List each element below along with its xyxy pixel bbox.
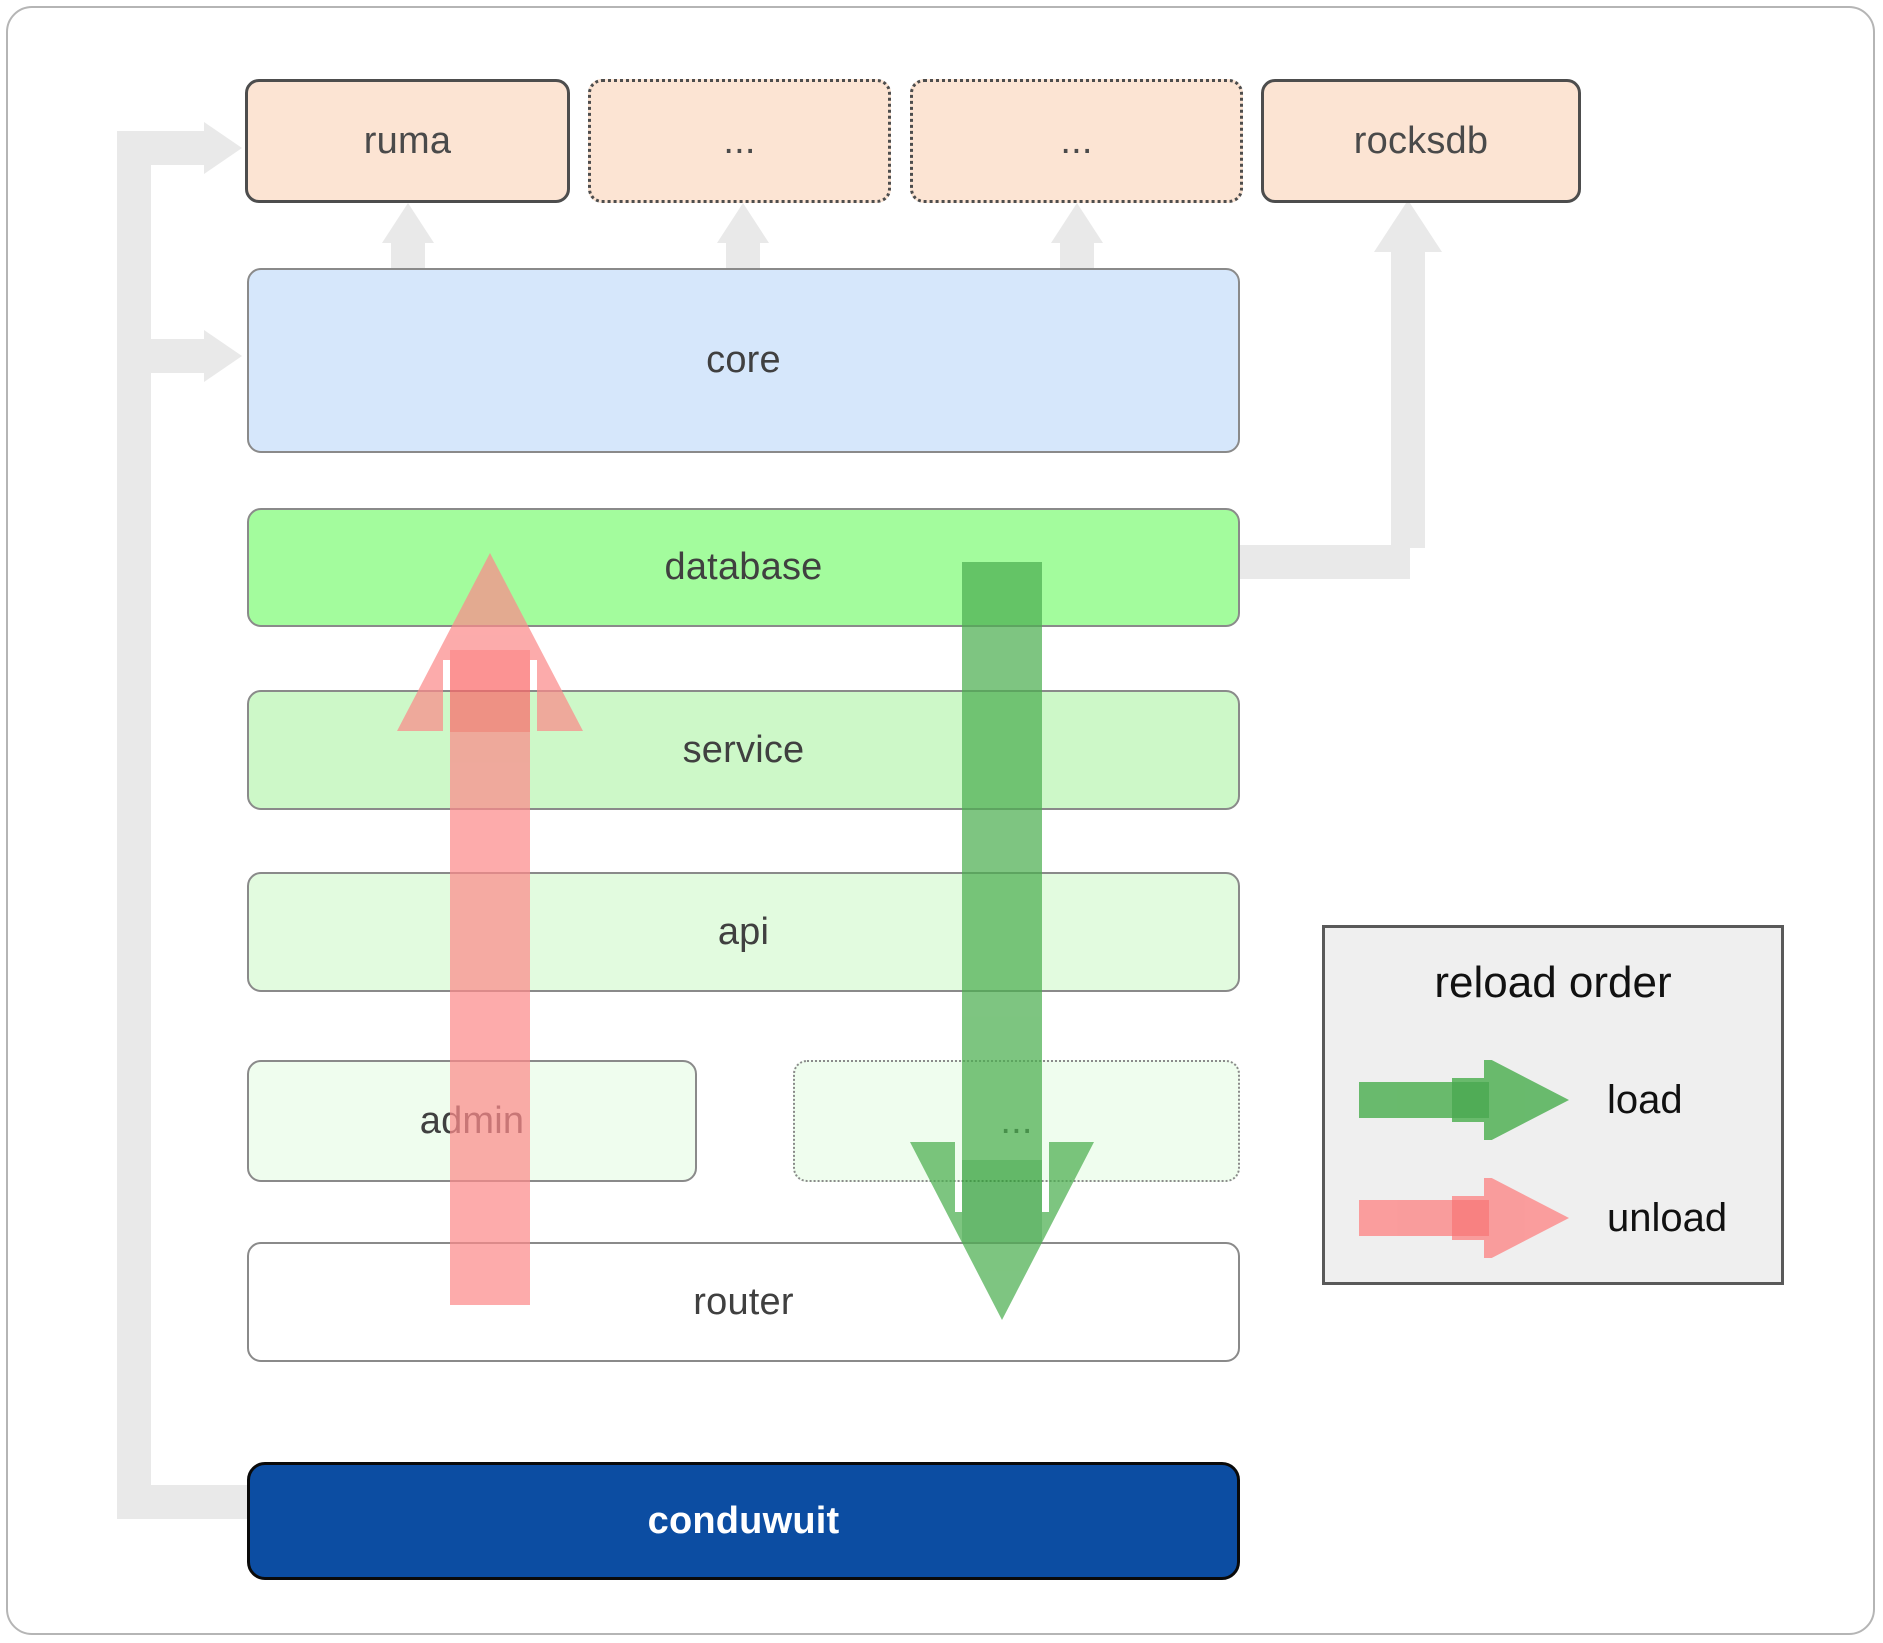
dependency-label-rocksdb: rocksdb: [1353, 119, 1489, 162]
layer-node-admin[interactable]: admin: [247, 1060, 697, 1182]
connector-arrow-ruma: [204, 122, 242, 174]
legend-panel: reload order load: [1322, 925, 1784, 1285]
diagram-frame: [6, 6, 1875, 1635]
layer-label-database: database: [664, 546, 823, 588]
dependency-label-ruma: ruma: [363, 119, 452, 162]
connector-left-bottom: [117, 1485, 247, 1519]
legend-swatch-load: [1359, 1060, 1569, 1140]
dependency-label-dots-2: ...: [1060, 119, 1093, 162]
dependency-node-dots-1[interactable]: ...: [588, 79, 891, 203]
connector-branch-ruma: [117, 131, 217, 165]
legend-label-unload: unload: [1607, 1195, 1728, 1240]
connector-branch-core: [117, 339, 217, 373]
connector-core-dots2-head: [1051, 203, 1103, 243]
layer-label-api: api: [717, 910, 770, 953]
legend-label-load: load: [1607, 1077, 1683, 1122]
layer-node-core[interactable]: core: [247, 268, 1240, 453]
layer-label-service: service: [682, 728, 805, 771]
dependency-label-dots-1: ...: [723, 119, 756, 162]
legend-row-load: load: [1359, 1060, 1759, 1140]
root-label-conduwuit: conduwuit: [647, 1499, 840, 1542]
layer-label-core: core: [706, 339, 781, 381]
connector-arrow-rocksdb: [1374, 200, 1442, 252]
dependency-node-ruma[interactable]: ruma: [245, 79, 570, 203]
layer-node-api[interactable]: api: [247, 872, 1240, 992]
connector-core-dots1-head: [717, 203, 769, 243]
connector-db-rocksdb-vertical: [1391, 248, 1425, 548]
root-node-conduwuit[interactable]: conduwuit: [247, 1462, 1240, 1580]
layer-label-admin: admin: [419, 1099, 525, 1142]
layer-node-dots-3[interactable]: ...: [793, 1060, 1240, 1182]
legend-swatch-unload: [1359, 1178, 1569, 1258]
legend-row-unload: unload: [1359, 1178, 1759, 1258]
connector-db-rocksdb-horizontal: [1220, 545, 1410, 579]
layer-label-router: router: [693, 1280, 794, 1323]
layer-label-dots-3: ...: [1000, 1099, 1033, 1142]
connector-arrow-core: [204, 330, 242, 382]
layer-node-database[interactable]: database: [247, 508, 1240, 627]
dependency-node-rocksdb[interactable]: rocksdb: [1261, 79, 1581, 203]
legend-title: reload order: [1434, 958, 1672, 1007]
layer-node-router[interactable]: router: [247, 1242, 1240, 1362]
dependency-node-dots-2[interactable]: ...: [910, 79, 1243, 203]
layer-node-service[interactable]: service: [247, 690, 1240, 810]
connector-core-ruma-head: [382, 203, 434, 243]
